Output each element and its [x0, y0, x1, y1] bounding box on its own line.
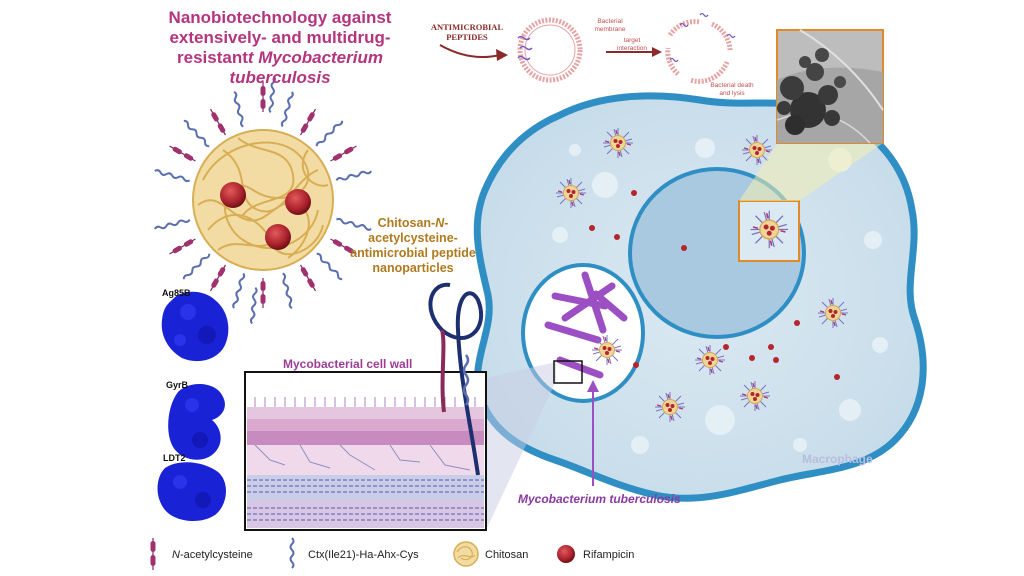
legend-peptide-label: Ctx(Ile21)-Ha-Ahx-Cys [308, 549, 419, 561]
rifampicin-particle [285, 189, 311, 215]
title-line-4: tuberculosis [229, 68, 331, 87]
nanoparticle-label: Chitosan-N- acetylcysteine- antimicrobia… [350, 216, 476, 275]
legend-chitosan-icon [453, 541, 479, 567]
page-title: Nanobiotechnology against extensively- a… [150, 8, 410, 88]
amp-mechanism [439, 12, 736, 84]
chitosan-core [192, 129, 334, 271]
protein-gyrb [168, 384, 225, 460]
title-line-2: extensively- and multidrug- [169, 28, 391, 47]
title-line-3: resistantt Mycobacterium [177, 48, 383, 67]
cellwall-projection [486, 362, 556, 530]
cell-wall-diagram [244, 282, 487, 531]
legend-nac-label: N-acetylcysteine [172, 549, 253, 561]
tem-micrograph [776, 29, 884, 144]
mtb-label: Mycobacterium tuberculosis [518, 492, 681, 506]
protein-label-gyrb: GyrB [166, 380, 189, 390]
legend-nac-icon [150, 538, 156, 570]
protein-ag85b [161, 291, 229, 362]
macrophage-label: Macrophage [802, 452, 873, 466]
rifampicin-particle [220, 182, 246, 208]
amp-membrane-label: Bacterial membrane [594, 18, 626, 33]
legend-rifampicin-icon [557, 545, 575, 563]
legend-rifampicin-label: Rifampicin [583, 549, 635, 561]
protein-ldt2 [157, 462, 226, 522]
free-rifampicin-dots [589, 190, 840, 380]
protein-label-ag85b: Ag85B [162, 288, 191, 298]
amp-death-label: Bacterial death and lysis [710, 82, 754, 97]
amp-title: ANTIMICROBIAL PEPTIDES [430, 22, 504, 42]
bacillus-zoom-box [553, 360, 583, 384]
rifampicin-particle [265, 224, 291, 250]
protein-label-ldt2: LDT2 [163, 453, 186, 463]
vacuoles [552, 138, 888, 454]
cell-wall-label: Mycobacterial cell wall [283, 357, 413, 371]
legend-chitosan-label: Chitosan [485, 549, 529, 561]
legend [150, 537, 575, 570]
legend-peptide-icon [289, 537, 295, 569]
mtb-bacilli [544, 271, 628, 379]
title-line-1: Nanobiotechnology against [168, 8, 392, 27]
nanoparticle [153, 75, 373, 325]
macrophage [473, 92, 927, 502]
amp-interaction-label: target interaction [617, 37, 647, 52]
tem-projection [739, 143, 883, 201]
